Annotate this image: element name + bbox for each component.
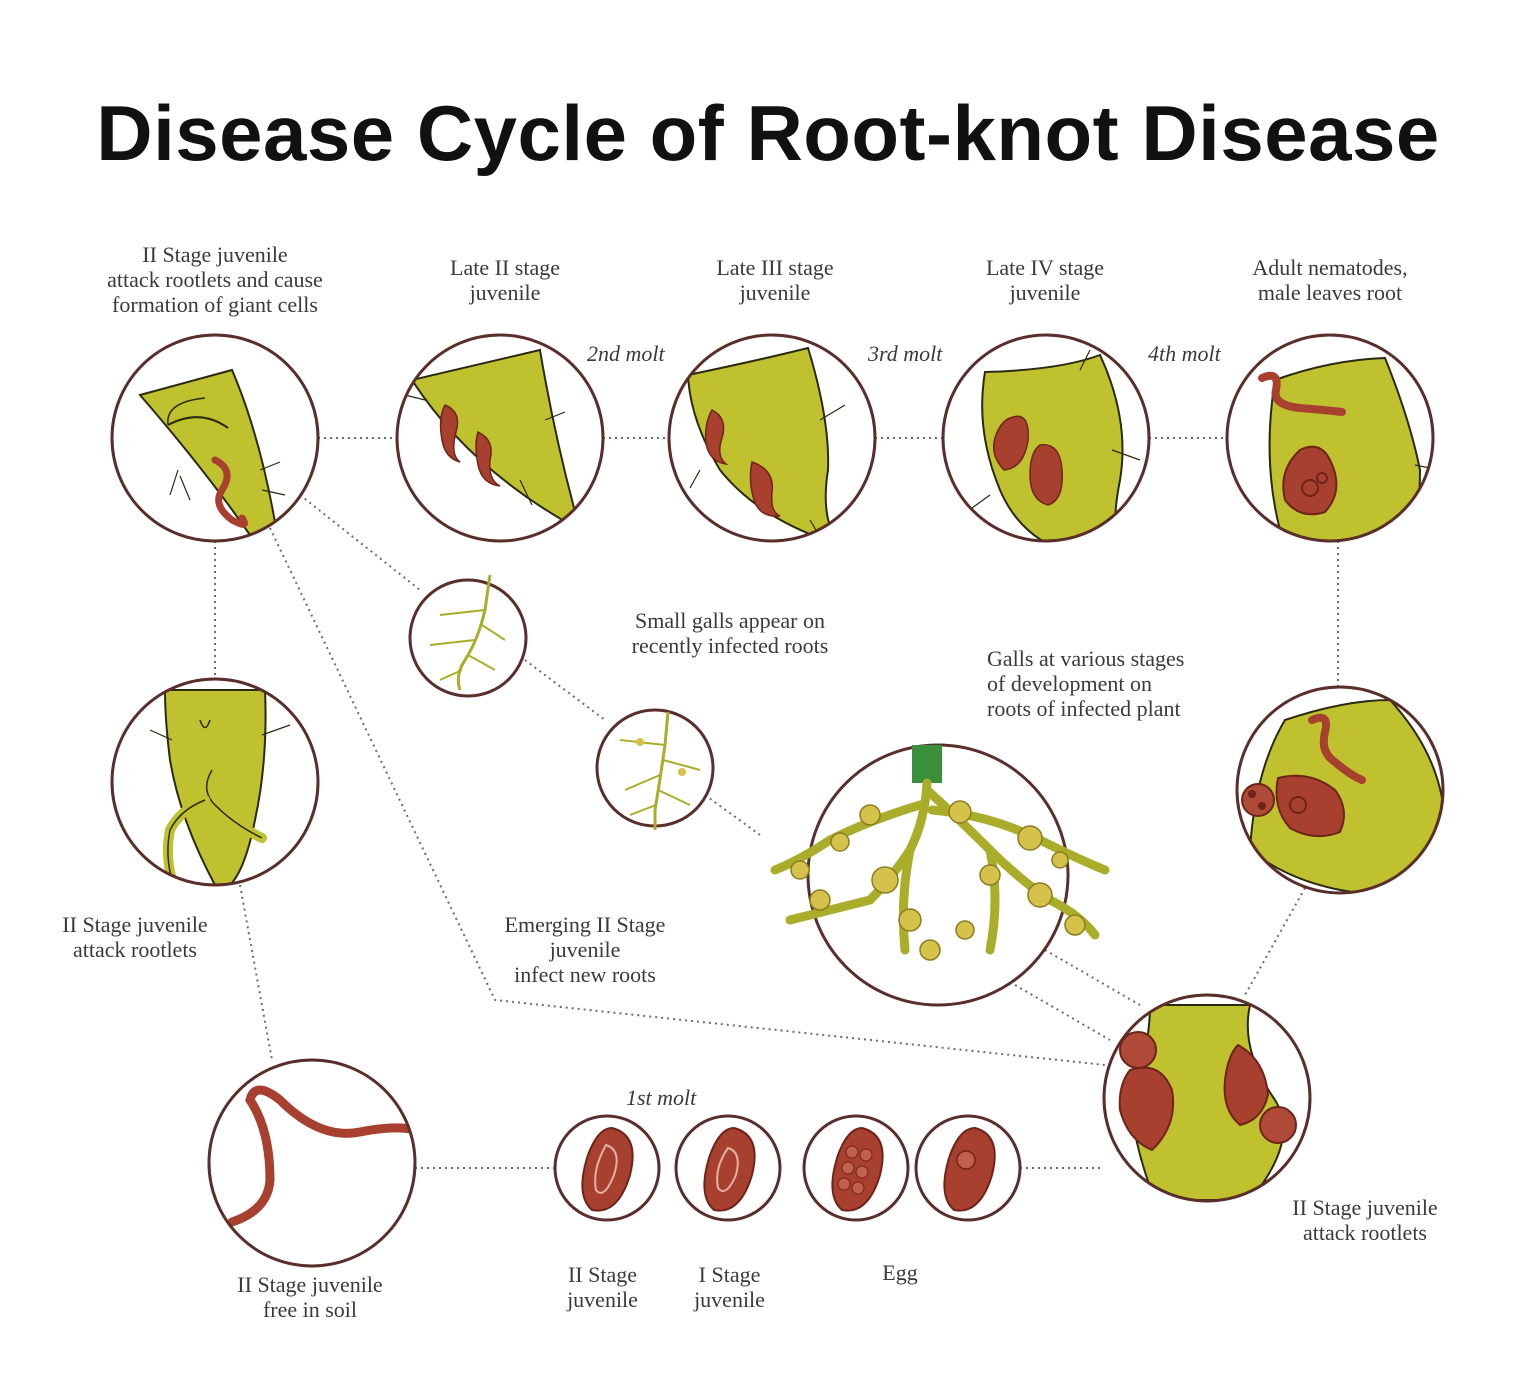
medium-root-circle	[595, 708, 715, 830]
stage-1-circle	[110, 333, 320, 543]
connector-left-soil	[239, 884, 273, 1061]
connector-right-rb	[1244, 887, 1306, 996]
female-nematode-icon	[1275, 774, 1345, 838]
label-egg: Egg	[882, 1260, 918, 1285]
connector-lines	[214, 437, 1339, 1169]
label-right-bottom-attack: II Stage juvenile attack rootlets	[1292, 1195, 1438, 1245]
label-galls-various: Galls at various stages of development o…	[987, 646, 1185, 721]
i-stage-egg-circle	[674, 1114, 782, 1222]
label-stage-4: Late IV stage juvenile	[985, 255, 1105, 305]
label-3rd-molt: 3rd molt	[868, 341, 943, 366]
plant-stem-icon	[912, 745, 942, 783]
juvenile-worm-icon	[227, 1085, 415, 1227]
gall-icon	[992, 415, 1029, 471]
stage-5-circle	[1225, 333, 1435, 543]
connector-large-rb-2	[1014, 984, 1111, 1041]
egg-icon	[943, 1126, 996, 1212]
stage-3-circle	[667, 333, 877, 543]
right-bottom-attack-circle	[1102, 993, 1312, 1203]
female-nematode-icon	[1118, 1066, 1175, 1152]
egg-mass-icon	[1241, 783, 1275, 817]
stage-4-circle	[941, 333, 1151, 543]
female-nematode-icon	[1223, 1043, 1270, 1127]
label-stage-3: Late III stage juvenile	[716, 255, 834, 305]
male-nematode-icon	[1258, 371, 1346, 416]
root-gall-icons	[790, 800, 1086, 961]
connector-emerging	[269, 527, 1106, 1066]
gall-icon	[749, 461, 781, 517]
dividing-egg-circle	[802, 1114, 910, 1222]
galled-root-system-circle	[770, 743, 1110, 1007]
right-female-circle	[1235, 685, 1445, 895]
egg-mass-icon	[1119, 1031, 1157, 1069]
label-emerging: Emerging II Stage juvenile infect new ro…	[504, 912, 666, 987]
label-stage-5: Adult nematodes, male leaves root	[1252, 255, 1408, 305]
ii-stage-egg-circle	[553, 1114, 661, 1222]
label-4th-molt: 4th molt	[1148, 341, 1221, 366]
egg-mass-icon	[1259, 1106, 1297, 1144]
label-small-galls: Small galls appear on recently infected …	[631, 608, 829, 658]
gall-icon	[1029, 443, 1063, 506]
free-in-soil-circle	[207, 1058, 417, 1268]
label-2nd-molt: 2nd molt	[587, 341, 665, 366]
gall-icon	[475, 430, 501, 487]
male-nematode-icon	[1308, 713, 1366, 784]
label-1st-molt: 1st molt	[626, 1085, 697, 1110]
gall-icon	[439, 404, 461, 463]
label-left-attack: II Stage juvenile attack rootlets	[62, 912, 208, 962]
connector-medium-large	[704, 794, 761, 836]
label-i-stage: I Stage juvenile	[694, 1262, 765, 1312]
small-root-circle	[408, 574, 528, 698]
egg-circle	[914, 1114, 1022, 1222]
connector-small-medium	[524, 659, 606, 721]
label-stage-2: Late II stage juvenile	[450, 255, 560, 305]
connector-large-rb-1	[1044, 949, 1141, 1006]
label-stage-1: II Stage juvenile attack rootlets and ca…	[107, 242, 323, 317]
label-ii-stage: II Stage juvenile	[567, 1262, 638, 1312]
left-attack-circle	[110, 677, 320, 887]
label-free-in-soil: II Stage juvenile free in soil	[237, 1272, 383, 1322]
stage-2-circle	[395, 333, 605, 543]
connector-1-small	[299, 494, 421, 591]
juvenile-worm-icon	[211, 456, 248, 528]
page-title: Disease Cycle of Root-knot Disease	[96, 89, 1440, 177]
gall-icon	[704, 409, 729, 466]
